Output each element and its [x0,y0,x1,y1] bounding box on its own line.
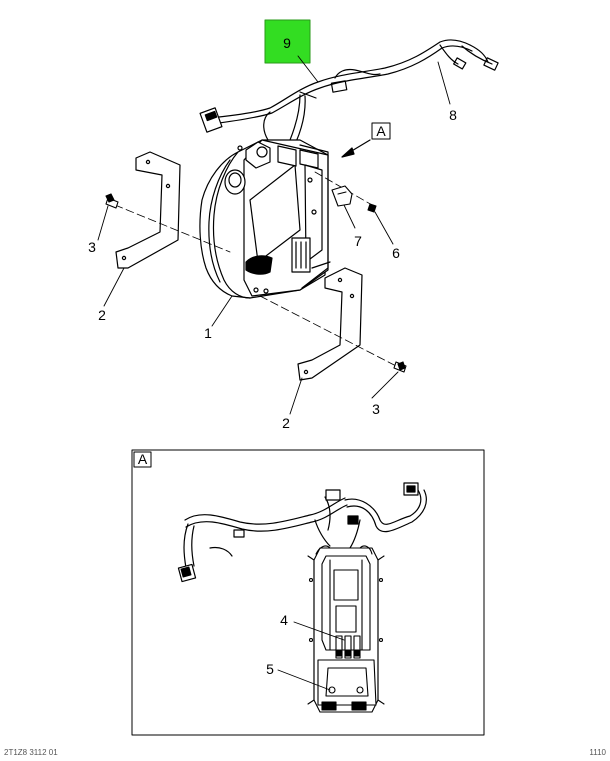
screw [367,203,377,213]
module-housing [199,139,331,299]
callout-2-bottom: 2 [282,415,290,431]
footer-figure-id: 2T1Z8 3112 01 [4,748,58,757]
clip [331,185,353,207]
callout-6: 6 [392,245,400,261]
callout-4: 4 [280,612,288,628]
inset-module [307,545,385,713]
callout-2-top: 2 [98,307,106,323]
leader-lines [97,55,451,415]
callout-8: 8 [449,107,457,123]
callout-7: 7 [354,233,362,249]
harness-connector [199,107,223,133]
callout-1: 1 [204,325,212,341]
callout-3-bottom: 3 [372,401,380,417]
bolt-top [105,193,119,209]
inset-label: A [138,451,148,467]
callout-5: 5 [266,661,274,677]
view-arrow [341,139,371,158]
inset-label-box [133,451,152,468]
inset-frame [131,449,485,736]
bolt-bottom [393,361,407,373]
alignment-lines [114,171,401,369]
view-label: A [376,123,386,139]
bracket-left [115,151,181,269]
view-label-box [371,122,391,140]
callout-9: 9 [283,35,291,51]
footer-page-id: 1110 [589,748,606,757]
inset-leader-lines [277,621,345,691]
wire-harness [209,39,499,143]
inset-wire-harness [177,482,427,583]
callout-3-top: 3 [88,239,96,255]
highlight-box [264,19,311,64]
bracket-right [297,267,363,381]
